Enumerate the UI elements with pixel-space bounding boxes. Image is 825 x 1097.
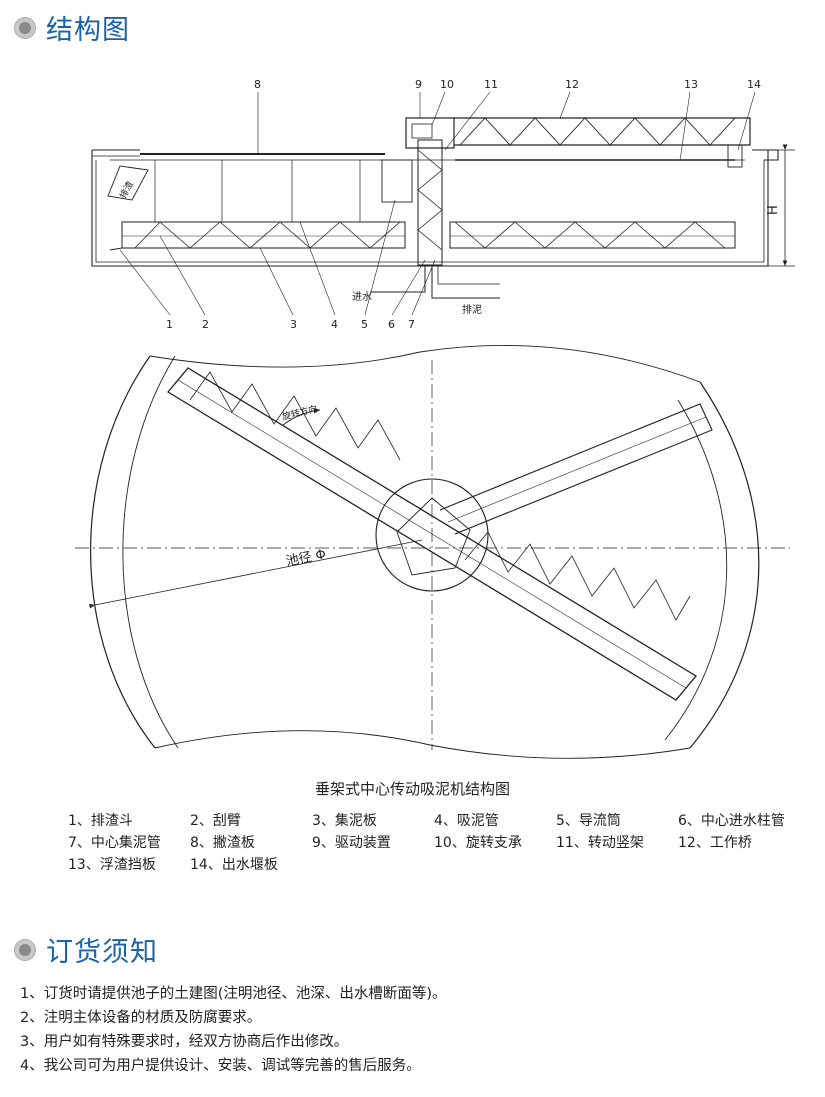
note-item: 2、注明主体设备的材质及防腐要求。	[20, 1010, 262, 1026]
callout-10: 10	[440, 78, 454, 91]
legend-row: 13、浮渣挡板 14、出水堰板	[68, 854, 800, 876]
rotation-direction-label: 旋转方向	[281, 402, 319, 422]
callout-9: 9	[415, 78, 422, 91]
legend-row: 1、排渣斗 2、刮臂 3、集泥板 4、吸泥管 5、导流筒 6、中心进水柱管	[68, 810, 800, 832]
legend-item: 2、刮臂	[190, 813, 241, 829]
legend-item: 1、排渣斗	[68, 813, 133, 829]
structure-title: 结构图	[46, 15, 130, 46]
callout-6: 6	[388, 318, 395, 331]
pool-diameter-label: 池径 Φ	[285, 547, 327, 569]
note-item: 3、用户如有特殊要求时，经双方协商后作出修改。	[20, 1034, 349, 1050]
sludge-label: 排泥	[462, 303, 482, 316]
order-section-title: 订货须知	[14, 930, 158, 969]
callout-12: 12	[565, 78, 579, 91]
legend-item: 6、中心进水柱管	[678, 813, 785, 829]
legend-item: 14、出水堰板	[190, 857, 278, 873]
legend-item: 7、中心集泥管	[68, 835, 161, 851]
legend-row: 7、中心集泥管 8、撇渣板 9、驱动装置 10、旋转支承 11、转动竖架 12、…	[68, 832, 800, 854]
callout-1: 1	[166, 318, 173, 331]
legend-item: 4、吸泥管	[434, 813, 499, 829]
legend-item: 12、工作桥	[678, 835, 752, 851]
legend-item: 13、浮渣挡板	[68, 857, 156, 873]
circle-bullet-icon	[14, 938, 36, 961]
legend-item: 3、集泥板	[312, 813, 377, 829]
circle-bullet-icon	[14, 16, 36, 39]
height-label: H	[766, 205, 781, 215]
note-item: 4、我公司可为用户提供设计、安装、调试等完善的售后服务。	[20, 1058, 421, 1074]
callout-3: 3	[290, 318, 297, 331]
parts-legend: 1、排渣斗 2、刮臂 3、集泥板 4、吸泥管 5、导流筒 6、中心进水柱管 7、…	[68, 810, 800, 876]
callout-11: 11	[484, 78, 498, 91]
legend-item: 9、驱动装置	[312, 835, 391, 851]
callout-8: 8	[254, 78, 261, 91]
callout-5: 5	[361, 318, 368, 331]
callout-13: 13	[684, 78, 698, 91]
callout-14: 14	[747, 78, 761, 91]
inlet-label: 进水	[352, 291, 372, 303]
plan-view	[75, 345, 790, 759]
callout-7: 7	[408, 318, 415, 331]
callout-4: 4	[331, 318, 338, 331]
order-notes: 1、订货时请提供池子的土建图(注明池径、池深、出水槽断面等)。 2、注明主体设备…	[20, 982, 447, 1078]
callout-2: 2	[202, 318, 209, 331]
elevation-view	[91, 91, 795, 316]
legend-item: 10、旋转支承	[434, 835, 522, 851]
legend-item: 8、撇渣板	[190, 835, 255, 851]
structure-section-title: 结构图	[14, 8, 130, 47]
structure-diagram: 8 9 10 11 12 13 14 1 2 3 4 5 6 7 H 排渣 进水…	[75, 78, 795, 759]
order-title: 订货须知	[46, 937, 158, 968]
legend-item: 11、转动竖架	[556, 835, 644, 851]
note-item: 1、订货时请提供池子的土建图(注明池径、池深、出水槽断面等)。	[20, 986, 447, 1002]
legend-item: 5、导流筒	[556, 813, 621, 829]
diagram-caption: 垂架式中心传动吸泥机结构图	[314, 780, 510, 798]
